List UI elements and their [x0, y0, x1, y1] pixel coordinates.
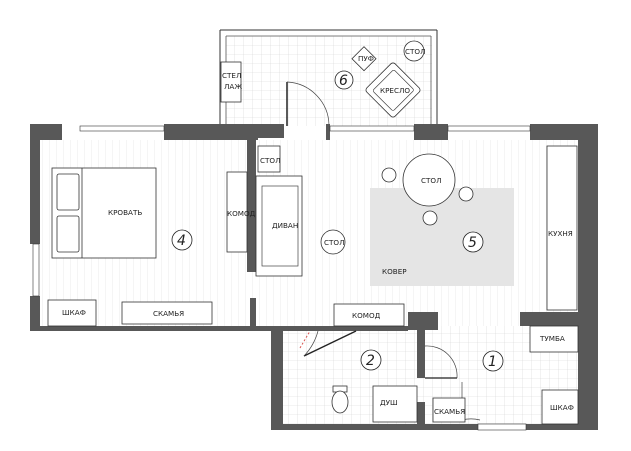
bed-label: КРОВАТЬ	[108, 208, 142, 217]
hall-wardrobe-label: ШКАФ	[550, 403, 574, 412]
carpet	[370, 188, 514, 286]
room-6-marker	[334, 70, 354, 90]
room-5-number: 5	[468, 235, 477, 251]
shower	[372, 385, 418, 423]
room-1-marker	[482, 350, 504, 372]
balcony-table-label: СТОЛ	[405, 47, 425, 56]
hall-wardrobe	[541, 389, 579, 425]
bedroom-wardrobe	[47, 299, 97, 327]
armchair	[365, 62, 421, 118]
bedroom-bench	[121, 301, 213, 325]
dining-set	[381, 153, 474, 226]
pouf-label: ПУФ	[358, 54, 374, 63]
room-1-number: 1	[488, 354, 497, 370]
main-walls	[30, 124, 598, 431]
kitchen-unit	[546, 145, 578, 311]
small-table-label: СТОЛ	[260, 156, 280, 165]
sofa-label: ДИВАН	[272, 221, 298, 230]
balcony-table	[403, 40, 425, 62]
armchair-label: КРЕСЛО	[380, 86, 410, 95]
bedroom-dresser	[226, 171, 248, 253]
kitchen-label: КУХНЯ	[548, 229, 573, 238]
living-dresser-label: КОМОД	[352, 311, 381, 320]
shelf-label-2: ЛАЖ	[224, 82, 242, 91]
bedroom-bench-label: СКАМЬЯ	[153, 309, 184, 318]
coffee-table	[320, 229, 346, 255]
dining-table	[402, 153, 456, 207]
balcony-door-swing	[286, 81, 330, 126]
toilet	[331, 385, 349, 414]
room-2-number: 2	[366, 353, 375, 369]
hall-bench-label: СКАМЬЯ	[434, 407, 465, 416]
carpet-label: КОВЕР	[382, 267, 407, 276]
sofa	[255, 175, 303, 277]
coffee-table-label: СТОЛ	[324, 238, 344, 247]
dining-table-label: СТОЛ	[421, 176, 441, 185]
balcony-shelf	[220, 61, 242, 103]
bedroom-dresser-label: КОМОД	[227, 209, 256, 218]
bath-door-swing	[303, 330, 319, 357]
pouf	[351, 46, 377, 72]
shelf-label-1: СТЕЛ	[222, 71, 241, 80]
bath-door	[303, 330, 357, 357]
bed	[51, 167, 157, 259]
shower-label: ДУШ	[380, 398, 398, 407]
bath-door-marker	[299, 330, 311, 349]
room-4-number: 4	[177, 233, 186, 249]
room-2-marker	[360, 349, 382, 371]
room-6-number: 6	[339, 73, 348, 89]
living-dresser	[333, 303, 405, 327]
hall-door-swing	[424, 345, 458, 379]
small-table	[257, 145, 281, 173]
room-5-marker	[462, 231, 484, 253]
nightstand-label: ТУМБА	[539, 334, 565, 343]
nightstand	[529, 325, 579, 353]
bedroom-wardrobe-label: ШКАФ	[62, 308, 86, 317]
room-4-marker	[171, 229, 193, 251]
hall-bench	[432, 397, 466, 423]
